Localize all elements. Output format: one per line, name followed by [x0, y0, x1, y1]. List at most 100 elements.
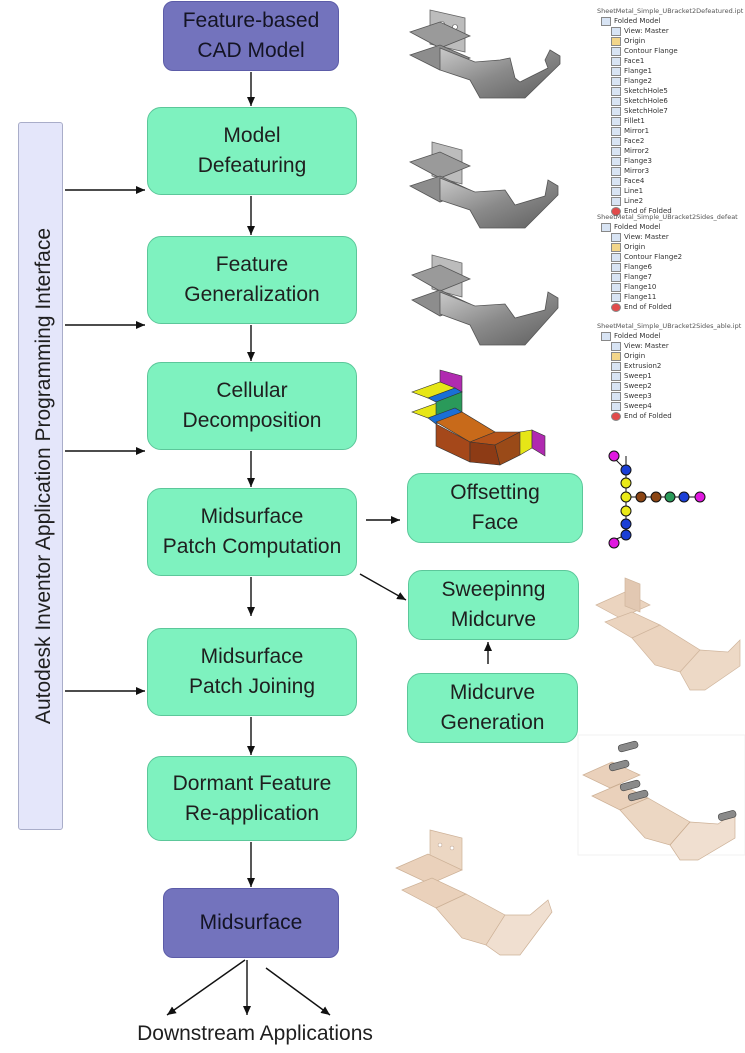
tree-item-label: SketchHole6	[624, 97, 668, 105]
tree-item[interactable]: Origin	[597, 351, 742, 361]
tree-item-label: View: Master	[624, 342, 669, 350]
tree-node-icon	[611, 361, 621, 371]
tree-item[interactable]: Mirror1	[597, 126, 742, 136]
cell-graph-image	[608, 450, 706, 549]
tree-node-icon	[611, 292, 621, 302]
cad-part-image	[408, 9, 561, 99]
tree-item[interactable]: Line2	[597, 196, 742, 206]
tree-node-icon	[611, 66, 621, 76]
tree-node-icon	[611, 351, 621, 361]
tree-node-icon	[611, 401, 621, 411]
tree-item[interactable]: Fillet1	[597, 116, 742, 126]
tree-item-label: SketchHole7	[624, 107, 668, 115]
dormant-feature-box: Dormant Feature Re-application	[147, 756, 357, 841]
sweeping-midcurve-box: Sweepinng Midcurve	[408, 570, 579, 640]
tree-item[interactable]: Sweep1	[597, 371, 742, 381]
tree-node-icon	[611, 262, 621, 272]
tree-item-label: Flange2	[624, 77, 652, 85]
tree-item-label: Face1	[624, 57, 645, 65]
tree-item[interactable]: Face2	[597, 136, 742, 146]
tree-node-icon	[611, 196, 621, 206]
tree-item[interactable]: Flange2	[597, 76, 742, 86]
tree-item[interactable]: SketchHole7	[597, 106, 742, 116]
tree-node-icon	[611, 106, 621, 116]
tree-node-icon	[611, 126, 621, 136]
tree-item[interactable]: Flange7	[597, 272, 742, 282]
tree-item[interactable]: Face1	[597, 56, 742, 66]
tree-item[interactable]: Sweep3	[597, 391, 742, 401]
tree-item-label: Flange10	[624, 283, 657, 291]
tree-item-label: Extrusion2	[624, 362, 662, 370]
tree-item-label: Sweep2	[624, 382, 652, 390]
tree-item[interactable]: End of Folded	[597, 411, 742, 421]
defeatured-part-image	[408, 141, 559, 229]
tree-item-label: Flange11	[624, 293, 657, 301]
tree-item-label: Mirror3	[624, 167, 650, 175]
tree-title: SheetMetal_Simple_UBracket2Sides_able.ip…	[597, 322, 742, 330]
tree-item[interactable]: Contour Flange	[597, 46, 742, 56]
tree-node-icon	[611, 242, 621, 252]
tree-node-icon	[611, 46, 621, 56]
tree-item[interactable]: Flange6	[597, 262, 742, 272]
tree-item[interactable]: Mirror2	[597, 146, 742, 156]
tree-item[interactable]: End of Folded	[597, 302, 742, 312]
tree-item[interactable]: View: Master	[597, 26, 742, 36]
tree-item[interactable]: Flange10	[597, 282, 742, 292]
tree-item[interactable]: View: Master	[597, 232, 742, 242]
tree-item-label: Origin	[624, 243, 646, 251]
tree-item[interactable]: Flange3	[597, 156, 742, 166]
tree-node-icon	[611, 232, 621, 242]
tree-item[interactable]: Sweep4	[597, 401, 742, 411]
tree-node-icon	[611, 136, 621, 146]
tree-item[interactable]: SketchHole6	[597, 96, 742, 106]
tree-item[interactable]: Face4	[597, 176, 742, 186]
tree-item[interactable]: Folded Model	[597, 16, 742, 26]
tree-node-icon	[611, 176, 621, 186]
tree-item[interactable]: Extrusion2	[597, 361, 742, 371]
tree-item[interactable]: Origin	[597, 242, 742, 252]
tree-item-label: SketchHole5	[624, 87, 668, 95]
tree-item[interactable]: Flange11	[597, 292, 742, 302]
midsurface-patches-image	[595, 577, 741, 691]
tree-node-icon	[611, 76, 621, 86]
decomposition-box: Cellular Decomposition	[147, 362, 357, 450]
tree-node-icon	[611, 391, 621, 401]
midcurve-generation-box: Midcurve Generation	[407, 673, 578, 743]
tree-item[interactable]: Sweep2	[597, 381, 742, 391]
tree-item[interactable]: Origin	[597, 36, 742, 46]
midsurface-box: Midsurface	[163, 888, 339, 958]
tree-item[interactable]: Line1	[597, 186, 742, 196]
final-midsurface-image	[395, 829, 553, 956]
tree-node-icon	[611, 166, 621, 176]
arrow-patch-to-sweeping	[359, 573, 407, 601]
tree-item[interactable]: Contour Flange2	[597, 252, 742, 262]
tree-node-icon	[611, 282, 621, 292]
tree-node-icon	[611, 116, 621, 126]
tree-node-icon	[601, 331, 611, 341]
model-tree-generalized: SheetMetal_Simple_UBracket2Sides_able.ip…	[597, 321, 742, 421]
tree-item[interactable]: Folded Model	[597, 222, 742, 232]
tree-item-label: End of Folded	[624, 207, 672, 215]
tree-item-label: End of Folded	[624, 412, 672, 420]
tree-item[interactable]: Mirror3	[597, 166, 742, 176]
tree-item-label: Sweep1	[624, 372, 652, 380]
tree-node-icon	[611, 252, 621, 262]
tree-node-icon	[611, 156, 621, 166]
tree-item-label: View: Master	[624, 233, 669, 241]
tree-item[interactable]: Folded Model	[597, 331, 742, 341]
tree-node-icon	[611, 411, 621, 421]
model-tree-original: SheetMetal_Simple_UBracket2Defeatured.ip…	[597, 6, 744, 216]
downstream-applications-label: Downstream Applications	[137, 1022, 373, 1045]
tree-item-label: Origin	[624, 37, 646, 45]
tree-title: SheetMetal_Simple_UBracket2Defeatured.ip…	[597, 7, 744, 15]
tree-item[interactable]: View: Master	[597, 341, 742, 351]
tree-item[interactable]: End of Folded	[597, 206, 742, 216]
tree-item[interactable]: SketchHole5	[597, 86, 742, 96]
model-tree-defeatured: SheetMetal_Simple_UBracket2Sides_defeat …	[597, 212, 742, 312]
tree-item-label: Line1	[624, 187, 644, 195]
tree-item-label: Contour Flange	[624, 47, 678, 55]
tree-node-icon	[601, 222, 611, 232]
tree-node-icon	[611, 26, 621, 36]
tree-item[interactable]: Flange1	[597, 66, 742, 76]
offsetting-face-box: Offsetting Face	[407, 473, 583, 543]
